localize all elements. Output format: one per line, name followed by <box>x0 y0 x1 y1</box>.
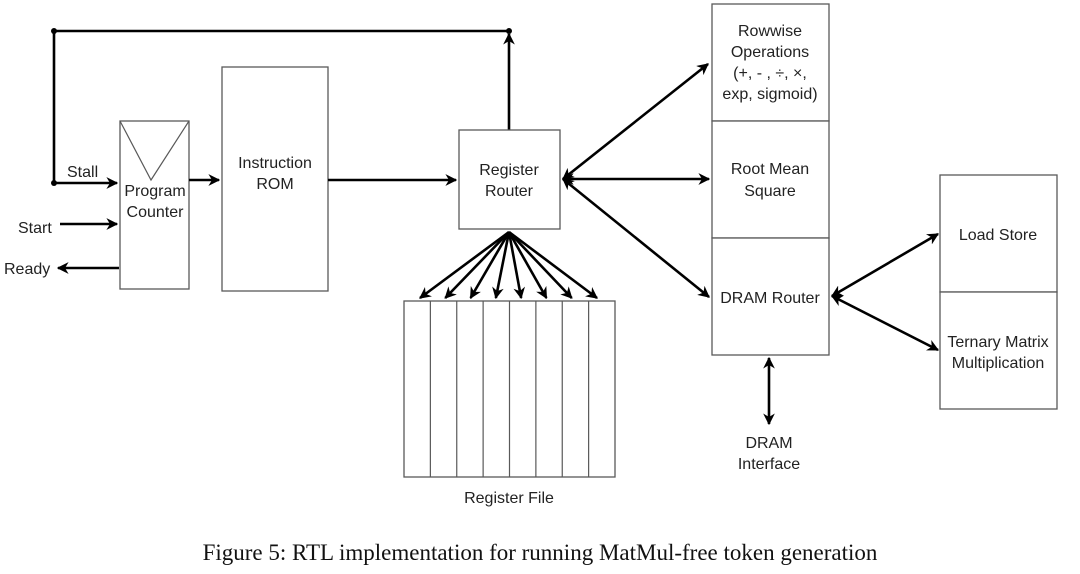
program-counter-label: Program <box>124 183 185 200</box>
dram-router-label: DRAM Router <box>720 290 820 307</box>
dram-interface-label: Interface <box>738 456 800 473</box>
router-rowwise-wire <box>562 62 709 181</box>
rowwise-label: (+, - , ÷, ×, <box>733 65 807 82</box>
register-fanout-arrow <box>444 231 510 299</box>
register-fanout-arrow <box>508 231 573 299</box>
junction-dot <box>51 28 57 34</box>
dram-loadstore-wire <box>830 232 940 298</box>
ready-label: Ready <box>4 261 50 278</box>
dram-ternary-wire <box>830 294 940 352</box>
dram-interface-label: DRAM <box>745 435 792 452</box>
register-fanout-arrow <box>507 231 525 300</box>
register-router-block: Register Router <box>458 129 561 230</box>
ternary-matmul-label: Multiplication <box>952 355 1044 372</box>
router-dram-wire <box>562 177 710 299</box>
rowwise-label: exp, sigmoid) <box>722 86 817 103</box>
clock-triangle-icon <box>119 120 190 182</box>
instruction-rom-label: Instruction <box>238 155 312 172</box>
stall-label: Stall <box>67 164 98 181</box>
rms-label: Root Mean <box>731 161 809 178</box>
register-router-label: Register <box>479 162 539 179</box>
rms-label: Square <box>744 183 796 200</box>
register-file-block <box>403 300 616 478</box>
rowwise-operations-block: Rowwise Operations (+, - , ÷, ×, exp, si… <box>711 3 830 122</box>
ternary-matmul-block: Ternary Matrix Multiplication <box>939 291 1058 410</box>
root-mean-square-block: Root Mean Square <box>711 120 830 239</box>
register-fanout-arrow <box>492 231 511 300</box>
junction-dot <box>506 28 512 34</box>
register-fanout-arrow <box>469 231 511 300</box>
program-counter-label: Counter <box>127 204 185 221</box>
register-fanout-arrow <box>419 230 510 300</box>
load-store-block: Load Store <box>939 174 1058 293</box>
instruction-rom-block: Instruction ROM <box>221 66 329 292</box>
load-store-label: Load Store <box>959 227 1037 244</box>
register-fanout-arrows <box>419 230 598 300</box>
register-fanout-arrow <box>508 230 598 300</box>
register-router-label: Router <box>485 183 534 200</box>
ternary-matmul-label: Ternary Matrix <box>947 334 1048 351</box>
register-fanout-arrow <box>507 231 548 300</box>
start-label: Start <box>18 220 52 237</box>
program-counter-block: Program Counter <box>119 120 190 290</box>
dram-router-block: DRAM Router <box>711 237 830 356</box>
register-file-label: Register File <box>464 490 554 507</box>
instruction-rom-label: ROM <box>256 176 293 193</box>
rowwise-label: Rowwise <box>738 23 802 40</box>
figure-caption: Figure 5: RTL implementation for running… <box>203 540 878 565</box>
rowwise-label: Operations <box>731 44 809 61</box>
